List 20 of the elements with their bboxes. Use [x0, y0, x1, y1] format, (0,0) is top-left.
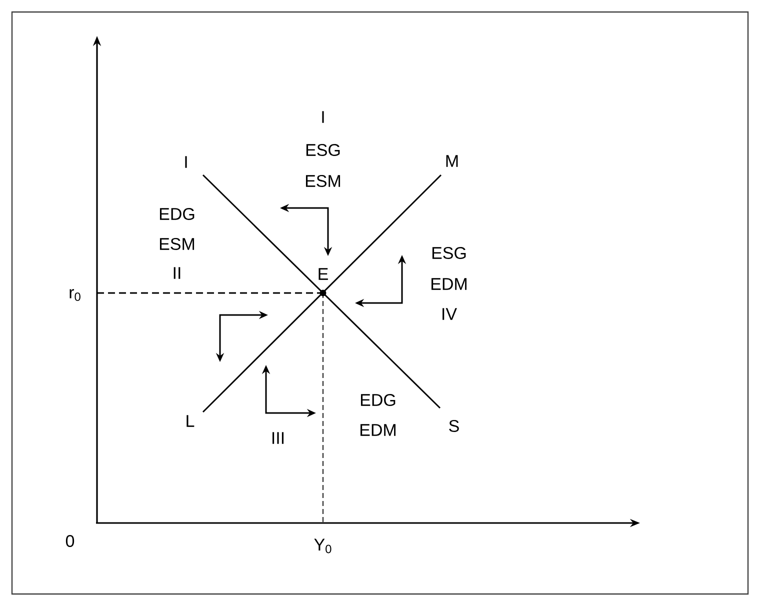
region-label: EDM: [432, 278, 466, 290]
curve-label: L: [186, 415, 194, 427]
axis-tick-label: r$_{0}$: [70, 289, 80, 301]
region-label: EDG: [160, 208, 194, 220]
axis-tick-label: Y$_{0}$: [314, 538, 332, 554]
region-label: IV: [442, 308, 457, 320]
region-label: EDG: [360, 394, 396, 406]
curve-label: M: [446, 155, 458, 167]
region-label: II: [174, 267, 180, 279]
region-label: III: [272, 432, 284, 444]
origin-label: 0: [66, 534, 74, 548]
curve-label: I: [185, 156, 187, 168]
region-label: EDM: [360, 424, 396, 436]
curve-label: S: [449, 420, 459, 432]
region-label: ESG: [306, 144, 340, 156]
region-label: ESM: [306, 174, 340, 188]
region-label: I: [322, 111, 324, 123]
point-label: E: [318, 268, 328, 280]
region-label: ESG: [432, 246, 466, 260]
region-label: ESM: [160, 238, 194, 250]
